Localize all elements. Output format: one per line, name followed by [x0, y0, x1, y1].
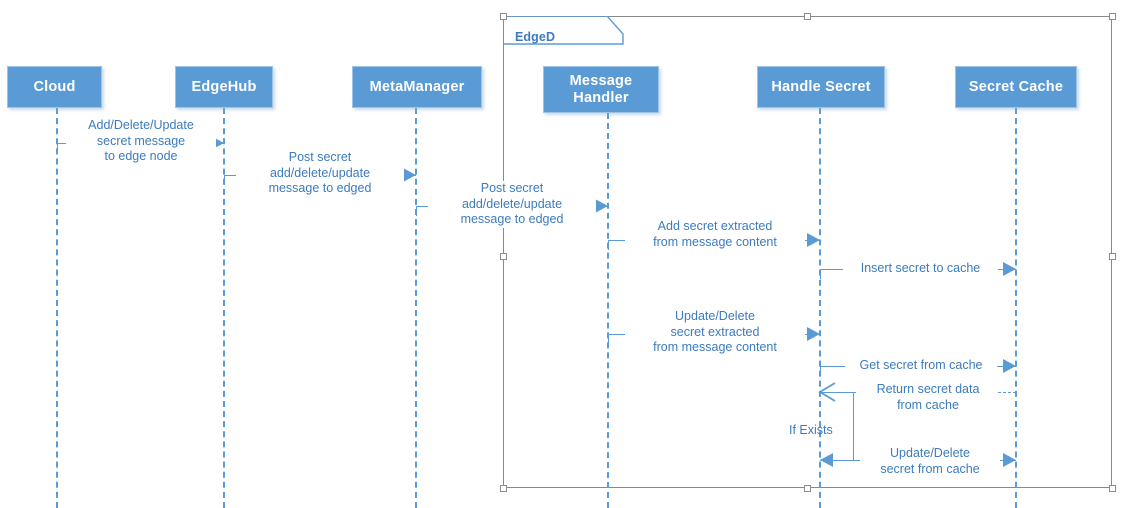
frame-resize-handle-2[interactable]: [1108, 12, 1116, 20]
frame-resize-handle-7[interactable]: [1108, 484, 1116, 492]
message-label-m7[interactable]: Get secret from cache: [845, 358, 997, 374]
actor-box-cloud[interactable]: Cloud: [7, 66, 102, 108]
message-stub-m2: [224, 175, 225, 185]
frame-resize-handle-1[interactable]: [803, 12, 811, 20]
message-stub-m5: [820, 269, 821, 279]
actor-label-secretcache: Secret Cache: [968, 78, 1064, 95]
lifeline-edgehub: [223, 108, 225, 508]
message-stub-m7: [820, 366, 821, 376]
frame-resize-handle-0[interactable]: [499, 12, 507, 20]
actor-label-cloud: Cloud: [33, 78, 76, 95]
lifeline-messagehandler: [607, 113, 609, 508]
message-stub-m6: [608, 334, 609, 344]
arrow-head-m5: [1003, 262, 1016, 276]
arrow-head-m6: [807, 327, 820, 341]
message-label-m5[interactable]: Insert secret to cache: [843, 261, 998, 277]
edged-frame-label: EdgeD: [515, 30, 556, 44]
arrow-head-m7: [1003, 359, 1016, 373]
message-label-m6[interactable]: Update/Delete secret extracted from mess…: [625, 309, 805, 356]
lifeline-handlesecret: [819, 108, 821, 508]
actor-box-handlesecret[interactable]: Handle Secret: [757, 66, 885, 108]
lifeline-secretcache: [1015, 108, 1017, 508]
edged-frame-tab: [503, 16, 637, 52]
message-line-m8: [820, 392, 853, 393]
message-label-m4[interactable]: Add secret extracted from message conten…: [625, 219, 805, 250]
guard-label-g1[interactable]: If Exists: [789, 423, 833, 437]
frame-resize-handle-3[interactable]: [499, 252, 507, 260]
message-label-m1[interactable]: Add/Delete/Update secret message to edge…: [66, 118, 216, 165]
arrow-head-m2: [403, 168, 416, 182]
arrow-head-m3: [595, 199, 608, 213]
arrow-head-m9-left: [820, 453, 833, 467]
arrow-head-m8: [818, 382, 836, 402]
message-label-m3[interactable]: Post secret add/delete/update message to…: [428, 181, 596, 228]
message-label-m2[interactable]: Post secret add/delete/update message to…: [236, 150, 404, 197]
lifeline-metamanager: [415, 108, 417, 508]
actor-box-metamanager[interactable]: MetaManager: [352, 66, 482, 108]
arrow-head-m9-right: [1003, 453, 1016, 467]
actor-label-edgehub: EdgeHub: [191, 78, 257, 95]
actor-label-messagehandler: Message Handler: [569, 73, 633, 106]
actor-box-edgehub[interactable]: EdgeHub: [175, 66, 273, 108]
frame-resize-handle-4[interactable]: [1108, 252, 1116, 260]
arrow-head-m4: [807, 233, 820, 247]
message-label-m8[interactable]: Return secret data from cache: [858, 382, 998, 413]
message-stub-m4: [608, 240, 609, 250]
actor-box-messagehandler[interactable]: Message Handler: [543, 66, 659, 113]
message-stub-m1: [57, 143, 58, 153]
actor-label-handlesecret: Handle Secret: [771, 78, 871, 95]
message-line-m9-left: [820, 460, 853, 461]
actor-box-secretcache[interactable]: Secret Cache: [955, 66, 1077, 108]
guard-connector-g1: [853, 392, 854, 460]
actor-label-metamanager: MetaManager: [369, 78, 465, 95]
frame-resize-handle-6[interactable]: [803, 484, 811, 492]
message-stub-m3: [416, 206, 417, 216]
lifeline-cloud: [56, 108, 58, 508]
message-label-m9[interactable]: Update/Delete secret from cache: [860, 446, 1000, 477]
frame-resize-handle-5[interactable]: [499, 484, 507, 492]
